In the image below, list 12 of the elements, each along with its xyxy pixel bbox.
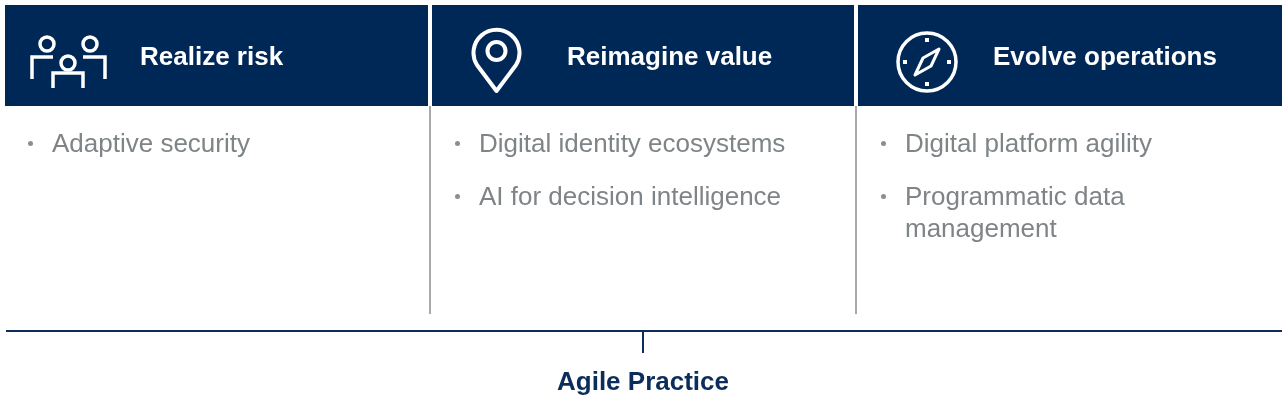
- column-title: Evolve operations: [993, 39, 1217, 72]
- column-title: Reimagine value: [567, 39, 773, 72]
- header-band: [858, 5, 1282, 106]
- header-band: [5, 5, 428, 106]
- header-band: [432, 5, 854, 106]
- column-title: Realize risk: [140, 39, 284, 72]
- bullet-text: AI for decision intelligence: [479, 180, 782, 212]
- bullet-text: Digital identity ecosystems: [479, 127, 786, 159]
- bullet-text: Adaptive security: [52, 127, 250, 159]
- bullet-text: Digital platform agility: [905, 127, 1153, 159]
- bracket-label: Agile Practice: [557, 366, 729, 396]
- bullet-text: Programmatic data management: [905, 180, 1126, 244]
